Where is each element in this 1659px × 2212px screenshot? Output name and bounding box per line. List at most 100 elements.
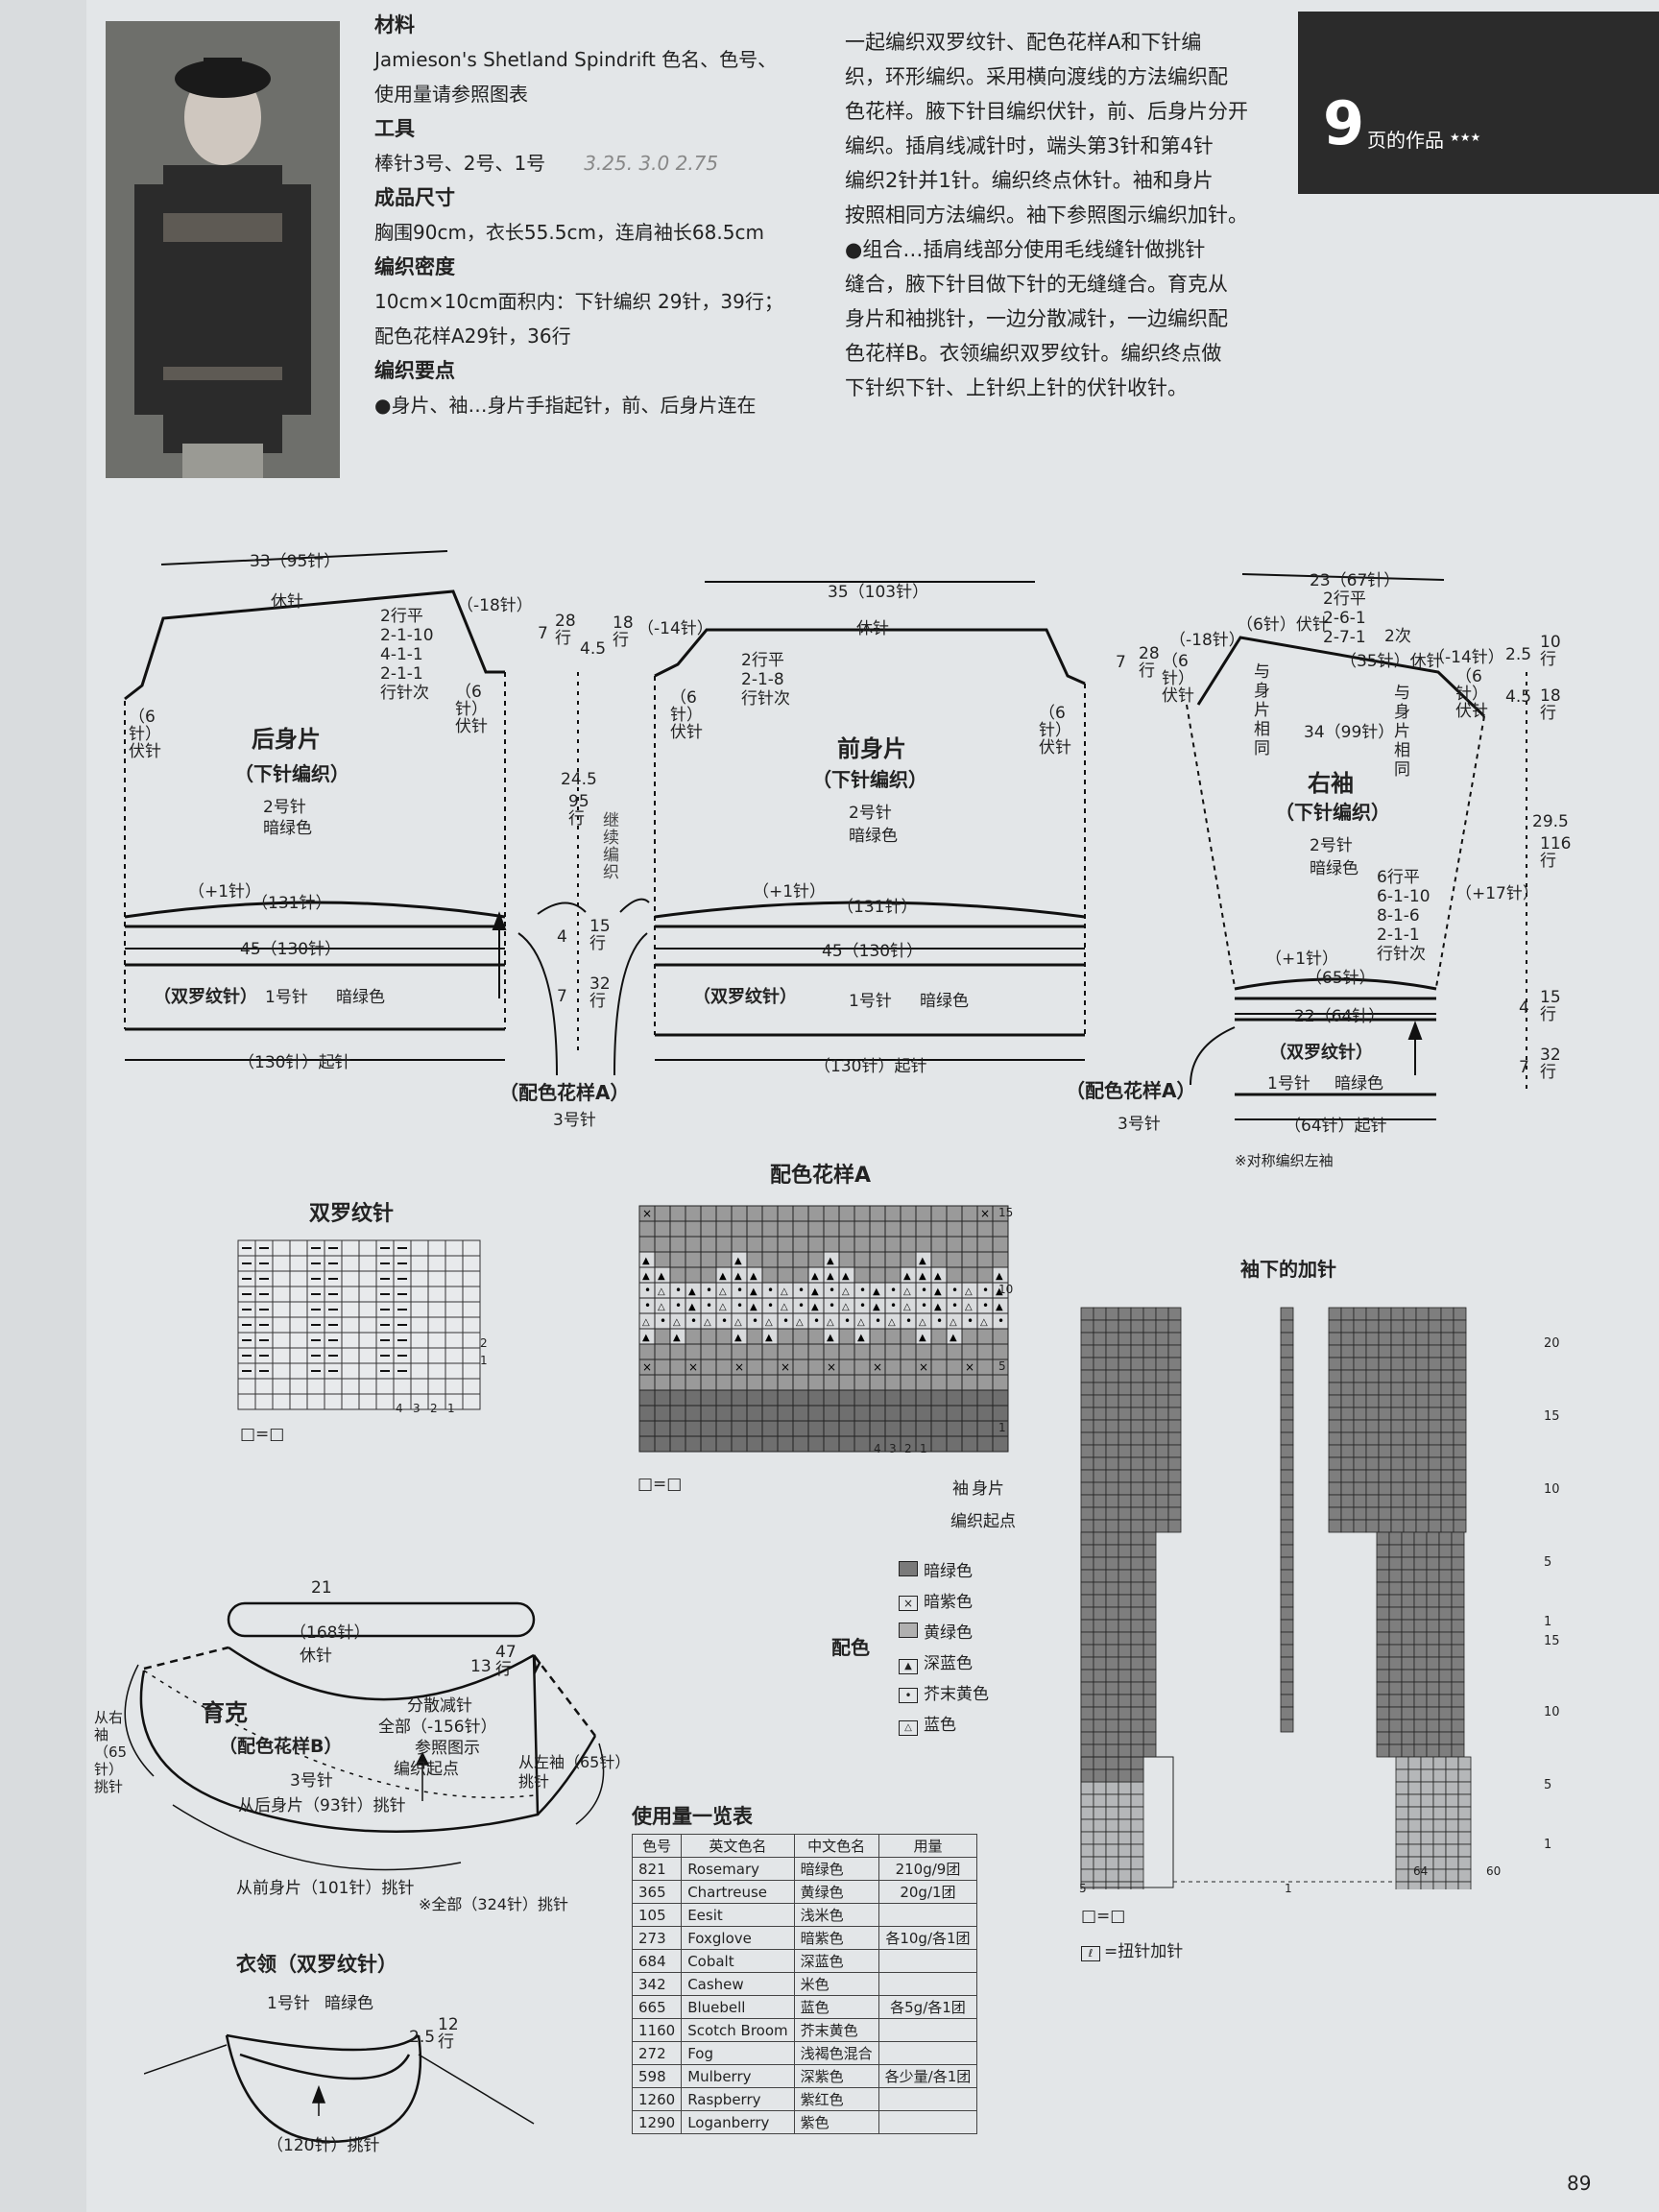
sleeve-cell xyxy=(1093,1631,1107,1646)
sleeve-cell xyxy=(1328,1319,1342,1334)
pattern-cell xyxy=(746,1405,763,1422)
dot-mark: • xyxy=(798,1299,805,1312)
sleeve-cell xyxy=(1142,1569,1157,1583)
sleeve-cell xyxy=(1403,1407,1417,1421)
sleeve-cell xyxy=(1328,1382,1342,1396)
tools-title: 工具 xyxy=(374,117,415,140)
sleeve-cell xyxy=(1080,1519,1094,1533)
rib-cell xyxy=(427,1316,446,1334)
rib-cell xyxy=(445,1362,464,1380)
back-cast-on: （130针）起针 xyxy=(238,1053,351,1072)
sleeve-cell xyxy=(1445,1756,1459,1770)
triangle-mark: ▲ xyxy=(996,1271,1003,1282)
sleeve-cell xyxy=(1420,1781,1434,1795)
pattern-cell xyxy=(854,1343,871,1360)
front-rib: （双罗纹针） xyxy=(693,987,797,1007)
sleeve-cell xyxy=(1142,1431,1157,1446)
sleeve-cell xyxy=(1340,1357,1355,1371)
sleeve-cell xyxy=(1403,1319,1417,1334)
pattern-cell xyxy=(884,1343,902,1360)
rib-cell xyxy=(289,1286,308,1303)
sleeve-cell xyxy=(1440,1407,1455,1421)
sleeve-cell xyxy=(1105,1469,1119,1483)
x-mark: × xyxy=(980,1207,990,1220)
pattern-cell xyxy=(823,1236,840,1253)
sleeve-cell xyxy=(1280,1519,1294,1533)
dot-mark: • xyxy=(675,1284,682,1297)
sleeve-cell xyxy=(1130,1656,1144,1671)
sleeve-cell xyxy=(1390,1357,1405,1371)
sleeve-cell xyxy=(1413,1656,1428,1671)
sleeve-cell xyxy=(1407,1806,1422,1820)
yoke-title: 育克 xyxy=(202,1699,248,1726)
pattern-cell xyxy=(700,1420,717,1437)
pattern-cell xyxy=(946,1358,963,1376)
sleeve-cell xyxy=(1093,1818,1107,1833)
open-triangle-mark: △ xyxy=(719,1302,727,1312)
pattern-cell xyxy=(685,1220,702,1238)
pattern-cell xyxy=(761,1266,779,1284)
sleeve-cell xyxy=(1407,1781,1422,1795)
pattern-cell xyxy=(838,1343,855,1360)
pattern-a-chart: ××▲▲▲▲▲▲▲▲▲▲▲▲▲▲▲▲•△•▲•△•▲•△•▲•△•▲•△•▲•△… xyxy=(638,1205,1009,1453)
pattern-cell xyxy=(946,1420,963,1437)
sleeve-cell xyxy=(1428,1369,1442,1383)
sleeve-cell xyxy=(1118,1793,1132,1808)
sleeve-cell xyxy=(1167,1382,1182,1396)
sleeve-cell xyxy=(1093,1456,1107,1471)
sleeve-cell xyxy=(1426,1694,1440,1708)
pattern-cell xyxy=(731,1435,748,1453)
sleeve-cell xyxy=(1280,1419,1294,1433)
sleeve-cell xyxy=(1130,1818,1144,1833)
table-cell: Cobalt xyxy=(681,1949,795,1973)
sleeve-cell xyxy=(1426,1719,1440,1733)
yoke-rest: 休针 xyxy=(300,1647,332,1666)
sleeve-cell xyxy=(1167,1519,1182,1533)
sleeve-cell xyxy=(1280,1344,1294,1358)
sleeve-cell xyxy=(1130,1407,1144,1421)
back-subtitle: （下针编织） xyxy=(234,762,349,785)
rib-cell xyxy=(410,1270,429,1287)
sleeve-cell xyxy=(1432,1781,1447,1795)
sleeve-cell xyxy=(1105,1694,1119,1708)
sleeve-cell xyxy=(1438,1569,1453,1583)
sleeve-cell xyxy=(1130,1382,1144,1396)
pattern-cell xyxy=(807,1358,825,1376)
pattern-cell xyxy=(900,1389,917,1407)
sleeve-cell xyxy=(1142,1456,1157,1471)
sleeve-cell xyxy=(1413,1606,1428,1621)
sleeve-cell xyxy=(1080,1831,1094,1845)
sleeve-cell xyxy=(1378,1319,1392,1334)
triangle-mark: ▲ xyxy=(919,1256,926,1266)
pattern-cell xyxy=(654,1358,671,1376)
table-cell xyxy=(878,1972,978,1996)
pattern-cell xyxy=(915,1389,932,1407)
col-header: 色号 xyxy=(631,1834,683,1858)
row-text: 2-1-1 xyxy=(380,664,423,684)
pattern-cell xyxy=(946,1251,963,1268)
sleeve-cell xyxy=(1130,1756,1144,1770)
sleeve-cell xyxy=(1118,1319,1132,1334)
sleeve-cell xyxy=(1080,1818,1094,1833)
sleeve-cell xyxy=(1093,1656,1107,1671)
sleeve-cell xyxy=(1093,1669,1107,1683)
sleeve-cell xyxy=(1413,1706,1428,1720)
sleeve-cell xyxy=(1093,1569,1107,1583)
sleeve-inc-title: 袖下的加针 xyxy=(1240,1258,1336,1281)
sleeve-raglan-left: 与身片相同 xyxy=(1254,662,1270,758)
pattern-cell xyxy=(961,1236,978,1253)
rib-cell xyxy=(410,1286,429,1303)
pattern-cell xyxy=(715,1220,733,1238)
sleeve-cell xyxy=(1457,1831,1472,1845)
sleeve-cell xyxy=(1415,1369,1430,1383)
rib-chart-title: 双罗纹针 xyxy=(309,1202,395,1226)
sleeve-cell xyxy=(1118,1357,1132,1371)
sleeve-cell xyxy=(1093,1369,1107,1383)
sleeve-cell xyxy=(1105,1382,1119,1396)
rib-col-2: 2 xyxy=(430,1402,438,1415)
sleeve-cell xyxy=(1432,1831,1447,1845)
